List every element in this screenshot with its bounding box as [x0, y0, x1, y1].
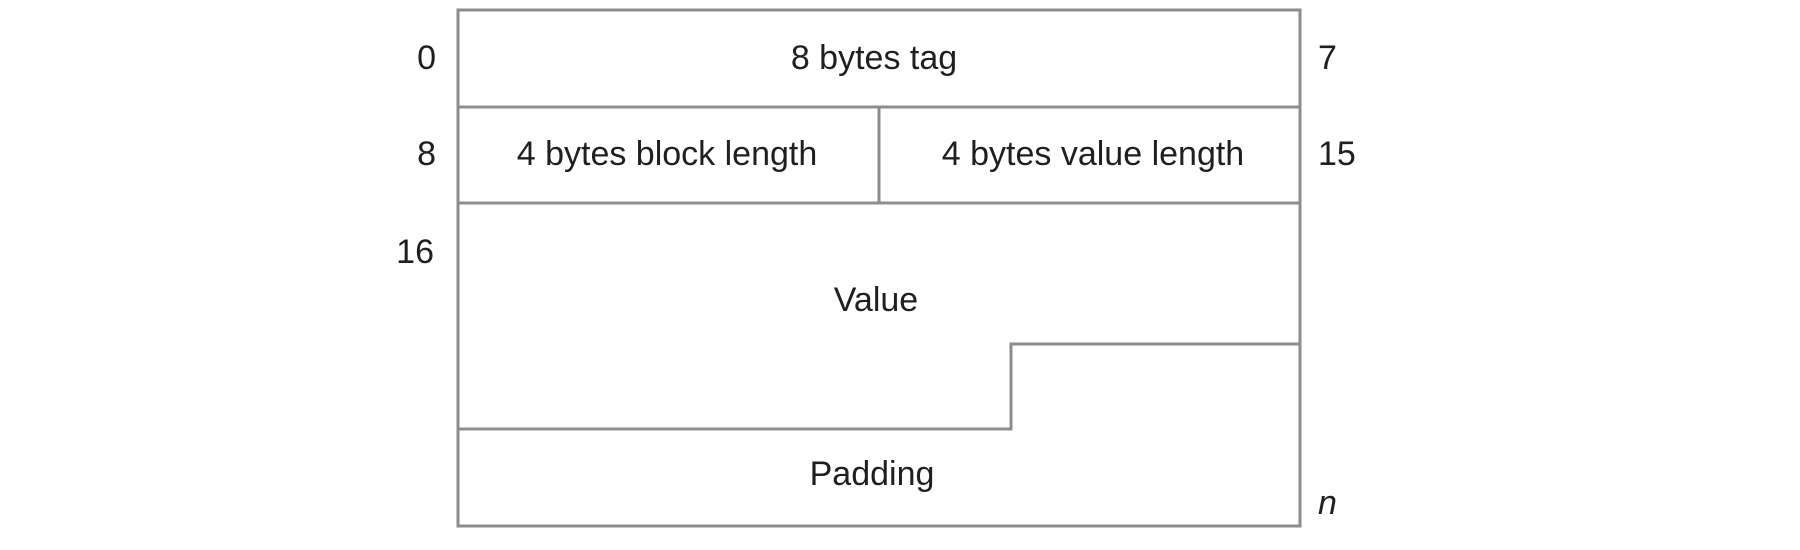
block-length-field-label: 4 bytes block length — [517, 135, 818, 173]
offset-label-8: 8 — [417, 135, 436, 173]
offset-label-n: n — [1318, 484, 1337, 522]
tag-field-label: 8 bytes tag — [791, 39, 957, 77]
offset-label-15: 15 — [1318, 135, 1356, 173]
offset-label-7: 7 — [1318, 39, 1337, 77]
offset-label-16: 16 — [396, 233, 434, 271]
padding-field-label: Padding — [810, 455, 935, 493]
value-padding-boundary — [458, 342, 1300, 431]
block-frame — [456, 8, 1302, 528]
value-length-field-label: 4 bytes value length — [942, 135, 1244, 173]
offset-label-0: 0 — [417, 39, 436, 77]
value-field-label: Value — [834, 281, 918, 319]
